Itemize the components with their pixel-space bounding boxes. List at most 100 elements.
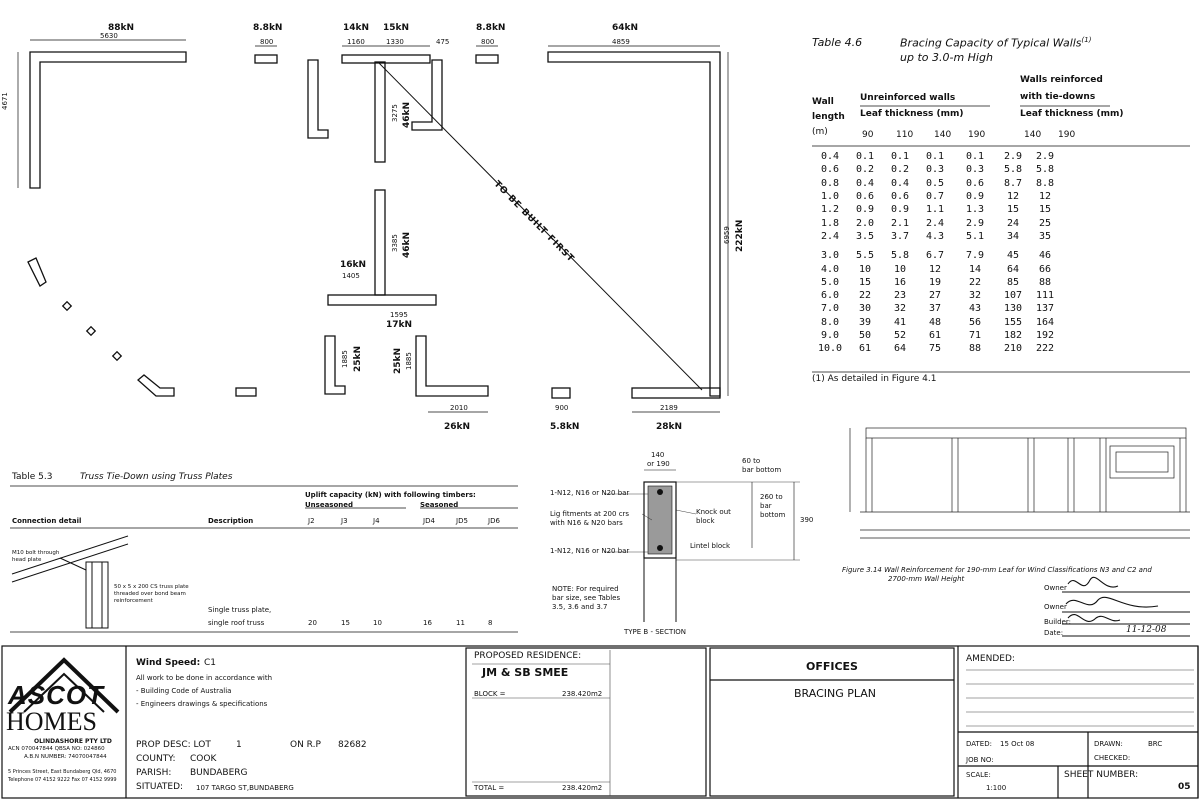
load-bottom-26: 26kN: [444, 422, 471, 432]
table53-plate-note-3: reinforcement: [114, 598, 153, 604]
dim-lower-mid: 1885: [405, 352, 413, 370]
table46-cell: 39: [858, 316, 872, 328]
table46-leaf-r-label: Leaf thickness: [1020, 109, 1094, 119]
table46-title-text: Bracing Capacity of Typical Walls: [900, 36, 1082, 50]
dim-top-left: 5630: [100, 32, 118, 40]
drawn-label: DRAWN:: [1094, 740, 1123, 748]
load-mid-lower: 46kN: [402, 231, 412, 258]
table53-bolt-note-2: head plate: [12, 557, 42, 563]
table53-col-jd6: JD6: [488, 517, 500, 525]
table46-cell: 5.8: [1003, 164, 1023, 176]
table46-cell: 5.5: [855, 250, 875, 262]
table46-cell: 2.9: [1035, 151, 1055, 163]
wall-top-left: [29, 51, 187, 189]
table53-plate-note-2: threaded over bond beam: [114, 591, 186, 597]
diagonal-brace-line: [377, 61, 703, 391]
table46-leaf-u-unit: (mm): [936, 109, 964, 119]
table46-cell: 10.0: [817, 343, 843, 355]
table46-th-90: 90: [862, 130, 874, 140]
table46-th-190: 190: [968, 130, 986, 140]
table46-cell: 5.0: [820, 276, 840, 288]
table46-cell: 23: [893, 290, 907, 302]
table53-col-description: Description: [208, 517, 254, 525]
dim-l4: 1330: [386, 38, 404, 46]
wall-left-stub: [307, 59, 329, 139]
section-lintel: Lintel block: [690, 542, 731, 550]
section-d260-1: 260 to: [760, 493, 783, 501]
ascot-logo: [8, 657, 120, 714]
table53-value-j2: 20: [308, 619, 317, 627]
dated-value: 15 Oct 08: [1000, 740, 1035, 748]
total-label: TOTAL =: [474, 784, 505, 792]
table46-cell: 19: [928, 276, 942, 288]
table53-value-jd4: 16: [423, 619, 432, 627]
load-bottom-28: 28kN: [656, 422, 683, 432]
table46-cell: 0.4: [890, 177, 910, 189]
dim-right: 6959: [723, 226, 731, 244]
table46-cell: 2.0: [855, 217, 875, 229]
table46-cell: 25: [1038, 217, 1052, 229]
table46-cell: 2.9: [1003, 151, 1023, 163]
load-mid-small: 16kN: [340, 260, 367, 270]
brand-homes: HOMES: [6, 707, 98, 736]
table46-th-110: 110: [896, 130, 914, 140]
sheet-number-label: SHEET NUMBER:: [1064, 770, 1139, 780]
table53-value-jd6: 8: [488, 619, 493, 627]
table46-cell: 7.9: [965, 250, 985, 262]
table46-cell: 0.1: [925, 151, 945, 163]
table46-cell: 0.9: [965, 191, 985, 203]
section-d60-2: bar bottom: [742, 466, 782, 474]
wall-bottom-small: [551, 387, 571, 399]
drawn-value: BRC: [1148, 740, 1163, 748]
section-bar-top: 1-N12, N16 or N20 bar: [550, 489, 630, 497]
table46-cell: 1.0: [820, 191, 840, 203]
scale-label: SCALE:: [966, 771, 991, 779]
table46-cell: 1.2: [820, 204, 840, 216]
table46-cell: 15: [1038, 204, 1052, 216]
dim-bottom-26: 2010: [450, 404, 468, 412]
checked-label: CHECKED:: [1094, 754, 1131, 762]
table53-unseasoned: Unseasoned: [305, 501, 354, 509]
table46-cell: 9.0: [820, 330, 840, 341]
table46-cell: 0.6: [890, 191, 910, 203]
table46-title-line1: Bracing Capacity of Typical Walls(1): [900, 37, 1091, 49]
table46-cell: 0.9: [855, 204, 875, 216]
parish-value: BUNDABERG: [190, 768, 248, 778]
table46-leaf-r-unit: (mm): [1096, 109, 1124, 119]
table46-cell: 0.3: [925, 164, 945, 176]
brand-ascot: ASCOT: [8, 680, 104, 710]
section-note-1: NOTE: For required: [552, 585, 619, 593]
table46-cell: 32: [968, 290, 982, 302]
table46-cell: 5.8: [890, 250, 910, 262]
table46-title-line2: up to 3.0-m High: [900, 51, 993, 64]
wall-curve-3: [85, 325, 97, 337]
table46-th-140: 140: [934, 130, 952, 140]
table46-cell: 0.5: [925, 177, 945, 189]
table46-cell: 0.1: [855, 151, 875, 163]
load-bottom-58: 5.8kN: [550, 422, 580, 432]
brand-address: 5 Princes Street, East Bundaberg Qld, 46…: [8, 769, 117, 775]
dim-top-right: 4859: [612, 38, 630, 46]
table46-cell: 2.4: [820, 230, 840, 242]
table46-cell: 7.0: [820, 303, 840, 315]
county-label: COUNTY:: [136, 754, 176, 764]
dim-bottom-28: 2189: [660, 404, 678, 412]
brand-abn: A.B.N NUMBER: 74070047844: [24, 754, 107, 760]
load-lower-left: 25kN: [353, 345, 363, 372]
section-ligs-2: with N16 & N20 bars: [550, 519, 623, 527]
table53-seasoned: Seasoned: [420, 501, 459, 509]
table46-cell: 71: [968, 330, 982, 341]
table53-col-jd5: JD5: [456, 517, 468, 525]
dim-l5: 475: [436, 38, 450, 46]
table46-leaf-u: Leaf thickness (mm): [860, 110, 963, 119]
figure314-elevation: [849, 427, 1190, 539]
table46-cell: 0.6: [855, 191, 875, 203]
table46-cell: 64: [893, 343, 907, 355]
dim-mid-small: 1405: [342, 272, 360, 280]
